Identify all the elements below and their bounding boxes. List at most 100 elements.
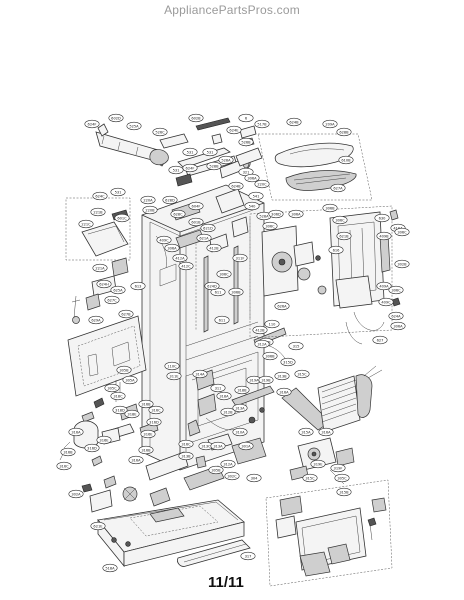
callout-label: 628C xyxy=(173,212,183,216)
callout-label: 409C xyxy=(381,300,391,304)
callout-bubble: 316A xyxy=(128,455,144,465)
callout-label: 528B xyxy=(209,164,219,168)
callout-label: 316B xyxy=(63,450,73,454)
callout-label: 209A xyxy=(325,122,335,126)
callout-label: 305C xyxy=(107,386,117,390)
callout-label: 627A xyxy=(333,186,343,190)
drawer-assembly xyxy=(81,385,275,568)
callout-label: 306B xyxy=(265,354,275,358)
callout-bubble: 319E xyxy=(310,459,326,469)
callout-bubble: 540 xyxy=(244,201,260,211)
callout-label: 306C xyxy=(397,230,407,234)
callout-bubble: 6 xyxy=(238,113,254,123)
callout-label: 409B xyxy=(379,234,389,238)
callout-bubble: 319B xyxy=(258,375,274,385)
callout-bubble: 412B xyxy=(206,243,222,253)
callout-label: 315D xyxy=(283,360,293,364)
callout-bubble: 305A xyxy=(122,375,138,385)
callout-label: 412B xyxy=(255,328,265,332)
callout-label: 627 xyxy=(377,338,384,342)
callout-bubble: 316B xyxy=(138,445,154,455)
callout-label: 221C xyxy=(81,222,91,226)
callout-label: 528A xyxy=(221,158,231,162)
callout-bubble: 305C xyxy=(334,473,350,483)
fan-cover-group xyxy=(257,133,373,201)
callout-bubble: 628D xyxy=(162,195,178,205)
callout-label: 311 xyxy=(215,386,222,390)
callout-label: 412B xyxy=(209,246,219,250)
callout-label: 319B xyxy=(261,378,271,382)
callout-label: 306A xyxy=(393,324,403,328)
callout-bubble: 624D xyxy=(204,281,220,291)
callout-bubble: 626A xyxy=(274,301,290,311)
callout-bubble: 312A xyxy=(254,339,270,349)
callout-bubble: 541 xyxy=(248,191,264,201)
callout-bubble: 526B xyxy=(238,137,254,147)
callout-bubble: 306A xyxy=(164,243,180,253)
callout-label: 316A xyxy=(279,390,289,394)
callout-bubble: 625A xyxy=(110,285,126,295)
callout-label: 624C xyxy=(95,194,105,198)
callout-bubble: 316C xyxy=(56,461,72,471)
callout-label: 6 xyxy=(245,116,248,120)
callout-label: 621E xyxy=(93,524,103,528)
callout-label: 318B xyxy=(237,388,247,392)
callout-bubble: 528A xyxy=(218,155,234,165)
callout-bubble: 316E xyxy=(140,429,156,439)
callout-label: 316E xyxy=(143,432,153,436)
callout-bubble: 318C xyxy=(110,391,126,401)
callout-bubble: 624F xyxy=(182,163,198,173)
callout-bubble: 409B xyxy=(376,231,392,241)
callout-label: 302A xyxy=(71,492,81,496)
callout-bubble: 305C xyxy=(104,383,120,393)
callout-bubble: 624B xyxy=(228,181,244,191)
callout-bubble: 312B xyxy=(220,407,236,417)
callout-bubble: 601C xyxy=(114,213,130,223)
callout-label: 306D xyxy=(271,212,281,216)
callout-label: 419A xyxy=(393,226,403,230)
callout-label: 610B xyxy=(341,158,351,162)
callout-label: 306B xyxy=(231,290,241,294)
callout-bubble: 318A xyxy=(216,391,232,401)
callout-label: 409A xyxy=(379,284,389,288)
callout-bubble: 526C xyxy=(152,127,168,137)
callout-bubble: 624F xyxy=(84,119,100,129)
callout-label: 321 xyxy=(243,170,250,174)
callout-bubble: 610B xyxy=(338,155,354,165)
callout-label: 541 xyxy=(253,194,260,198)
callout-label: 601C xyxy=(117,216,127,220)
callout-label: 517B xyxy=(257,122,267,126)
callout-bubble: 304 xyxy=(246,473,262,483)
callout-bubble: 311 xyxy=(210,383,226,393)
callout-label: 110C xyxy=(167,364,177,368)
callout-label: 613 xyxy=(135,284,142,288)
callout-bubble: 602B xyxy=(188,113,204,123)
callout-label: 305B xyxy=(211,468,221,472)
callout-bubble: 409C xyxy=(156,235,172,245)
callout-label: 311F xyxy=(236,256,245,260)
callout-label: 221A xyxy=(95,266,105,270)
callout-bubble: 306D xyxy=(268,209,284,219)
callout-bubble: 316C xyxy=(148,405,164,415)
callout-bubble: 315 xyxy=(288,341,304,351)
callout-bubble: 518A xyxy=(102,563,118,573)
callout-label: 319A xyxy=(249,378,259,382)
callout-label: 611 xyxy=(219,318,226,322)
callout-bubble: 306C xyxy=(262,221,278,231)
callout-bubble: 306C xyxy=(332,215,348,225)
callout-bubble: 628C xyxy=(170,209,186,219)
callout-bubble: 316A xyxy=(318,427,334,437)
callout-bubble: 412C xyxy=(178,261,194,271)
callout-bubble: 624H xyxy=(96,279,112,289)
callout-bubble: 531 xyxy=(202,147,218,157)
callout-label: 313A xyxy=(213,444,223,448)
callout-bubble: 412B xyxy=(252,325,268,335)
callout-bubble: 531 xyxy=(110,187,126,197)
callout-bubble: 601B xyxy=(188,217,204,227)
callout-label: 316B xyxy=(141,402,151,406)
callout-label: 626A xyxy=(277,304,287,308)
callout-bubble: 310A xyxy=(232,427,248,437)
callout-label: 305A xyxy=(125,378,135,382)
callout-bubble: 314A xyxy=(192,369,208,379)
